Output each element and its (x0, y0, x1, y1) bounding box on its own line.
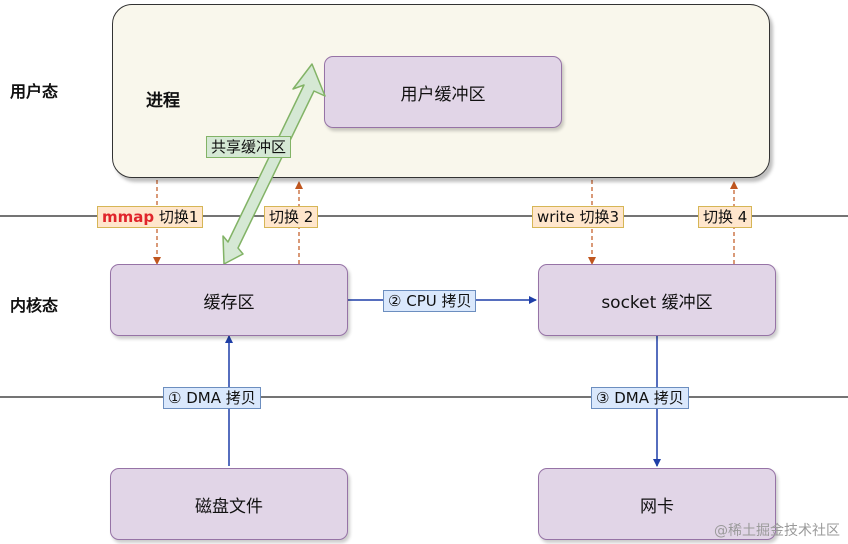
dma-copy-1-tag: ① DMA 拷贝 (163, 387, 261, 409)
watermark: @稀土掘金技术社区 (714, 523, 840, 539)
switch3-label: 切换3 (574, 208, 620, 226)
write-label: write (537, 208, 575, 226)
shared-buffer-tag: 共享缓冲区 (206, 136, 292, 158)
disk-file-box: 磁盘文件 (110, 468, 348, 540)
kernel-mode-label: 内核态 (10, 296, 59, 315)
dma-copy-3-tag: ③ DMA 拷贝 (591, 387, 689, 409)
user-buffer-box: 用户缓冲区 (324, 56, 562, 128)
socket-buffer-box: socket 缓冲区 (538, 264, 776, 336)
mmap-switch1-tag: mmap 切换1 (97, 206, 204, 228)
user-mode-label: 用户态 (10, 82, 59, 101)
cpu-copy-tag: ② CPU 拷贝 (383, 290, 477, 312)
nic-box: 网卡 (538, 468, 776, 540)
mmap-label: mmap (102, 208, 155, 226)
switch2-tag: 切换 2 (264, 206, 319, 228)
write-switch3-tag: write 切换3 (532, 206, 625, 228)
switch1-label: 切换1 (154, 208, 199, 226)
switch4-tag: 切换 4 (698, 206, 753, 228)
cache-box: 缓存区 (110, 264, 348, 336)
process-title: 进程 (146, 91, 180, 111)
